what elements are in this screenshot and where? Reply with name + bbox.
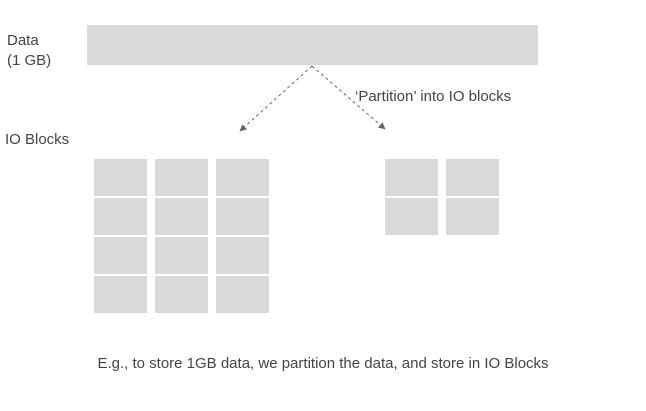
io-block	[155, 276, 208, 313]
io-block	[446, 198, 499, 235]
arrow-left	[239, 65, 313, 132]
io-block	[216, 237, 269, 274]
data-label: Data	[7, 32, 39, 49]
data-bar	[87, 25, 538, 65]
io-block	[94, 159, 147, 196]
io-block	[155, 159, 208, 196]
io-block	[216, 276, 269, 313]
partition-label: ‘Partition’ into IO blocks	[355, 88, 512, 105]
io-block	[385, 198, 438, 235]
io-block	[155, 198, 208, 235]
io-block	[155, 237, 208, 274]
io-block	[446, 159, 499, 196]
io-block	[94, 198, 147, 235]
io-block	[216, 198, 269, 235]
io-block	[94, 237, 147, 274]
io-block	[94, 276, 147, 313]
arrow-right	[311, 65, 386, 130]
data-size-label: (1 GB)	[7, 52, 52, 69]
io-block	[216, 159, 269, 196]
io-block	[385, 159, 438, 196]
io-blocks-label: IO Blocks	[5, 131, 70, 148]
caption: E.g., to store 1GB data, we partition th…	[97, 355, 549, 372]
